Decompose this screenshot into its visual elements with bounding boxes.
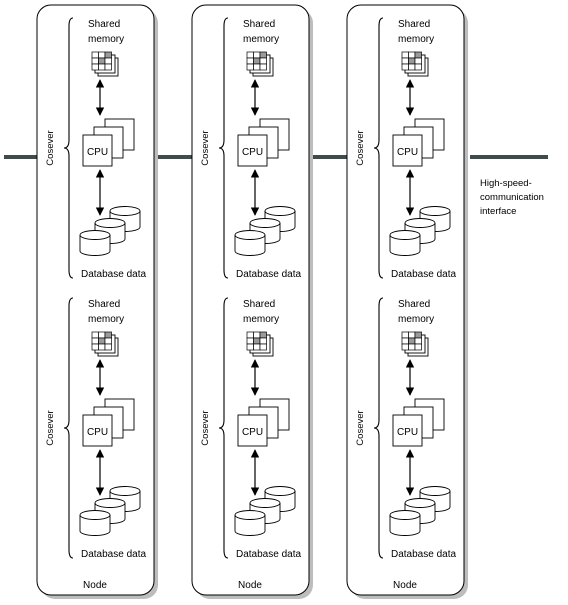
shared-memory-label-line2: memory bbox=[88, 34, 124, 45]
coserver-brace bbox=[373, 17, 384, 279]
coserver-label: Cosever bbox=[45, 410, 56, 445]
coserver-brace bbox=[373, 297, 384, 559]
database-icon bbox=[234, 206, 296, 256]
node-box bbox=[346, 4, 465, 596]
node-box bbox=[191, 4, 310, 596]
shared-memory-icon bbox=[91, 51, 119, 77]
shared-memory-label-line2: memory bbox=[243, 34, 279, 45]
cpu-icon: CPU bbox=[82, 118, 135, 167]
database-data-label: Database data bbox=[236, 549, 301, 560]
cpu-icon: CPU bbox=[237, 118, 290, 167]
interface-label: High-speed- communication interface bbox=[480, 178, 544, 217]
shared-memory-label-line1: Shared bbox=[398, 19, 430, 30]
shared-memory-label-line1: Shared bbox=[243, 299, 275, 310]
shared-memory-label-line2: memory bbox=[88, 314, 124, 325]
cpu-icon: CPU bbox=[392, 118, 445, 167]
interface-label-line3: interface bbox=[480, 206, 516, 217]
database-data-label: Database data bbox=[81, 269, 146, 280]
node-label: Node bbox=[393, 580, 417, 591]
shared-memory-icon bbox=[246, 331, 274, 357]
shared-memory-label-line1: Shared bbox=[88, 19, 120, 30]
cpu-label: CPU bbox=[242, 427, 263, 438]
coserver-brace bbox=[63, 17, 74, 279]
database-icon bbox=[389, 206, 451, 256]
database-data-label: Database data bbox=[391, 269, 456, 280]
cpu-label: CPU bbox=[397, 147, 418, 158]
database-icon bbox=[389, 486, 451, 536]
node-box bbox=[36, 4, 155, 596]
shared-memory-icon bbox=[401, 331, 429, 357]
node-label: Node bbox=[83, 580, 107, 591]
cpu-label: CPU bbox=[242, 147, 263, 158]
coserver-brace bbox=[218, 17, 229, 279]
cpu-label: CPU bbox=[87, 427, 108, 438]
interface-label-line1: High-speed- bbox=[480, 178, 532, 189]
shared-memory-icon bbox=[91, 331, 119, 357]
shared-memory-label-line2: memory bbox=[398, 34, 434, 45]
cpu-icon: CPU bbox=[237, 398, 290, 447]
cpu-label: CPU bbox=[87, 147, 108, 158]
coserver-label: Cosever bbox=[355, 130, 366, 165]
shared-memory-icon bbox=[246, 51, 274, 77]
cpu-label: CPU bbox=[397, 427, 418, 438]
coserver-label: Cosever bbox=[200, 410, 211, 445]
database-data-label: Database data bbox=[81, 549, 146, 560]
coserver-label: Cosever bbox=[200, 130, 211, 165]
coserver-label: Cosever bbox=[355, 410, 366, 445]
database-icon bbox=[79, 206, 141, 256]
shared-memory-label-line2: memory bbox=[243, 314, 279, 325]
database-data-label: Database data bbox=[391, 549, 456, 560]
node-label: Node bbox=[238, 580, 262, 591]
shared-memory-label-line1: Shared bbox=[243, 19, 275, 30]
shared-memory-icon bbox=[401, 51, 429, 77]
coserver-brace bbox=[63, 297, 74, 559]
database-icon bbox=[234, 486, 296, 536]
database-data-label: Database data bbox=[236, 269, 301, 280]
shared-memory-label-line2: memory bbox=[398, 314, 434, 325]
database-icon bbox=[79, 486, 141, 536]
shared-memory-label-line1: Shared bbox=[398, 299, 430, 310]
shared-memory-label-line1: Shared bbox=[88, 299, 120, 310]
interface-label-line2: communication bbox=[480, 192, 544, 203]
cpu-icon: CPU bbox=[392, 398, 445, 447]
cpu-icon: CPU bbox=[82, 398, 135, 447]
coserver-brace bbox=[218, 297, 229, 559]
coserver-label: Cosever bbox=[45, 130, 56, 165]
